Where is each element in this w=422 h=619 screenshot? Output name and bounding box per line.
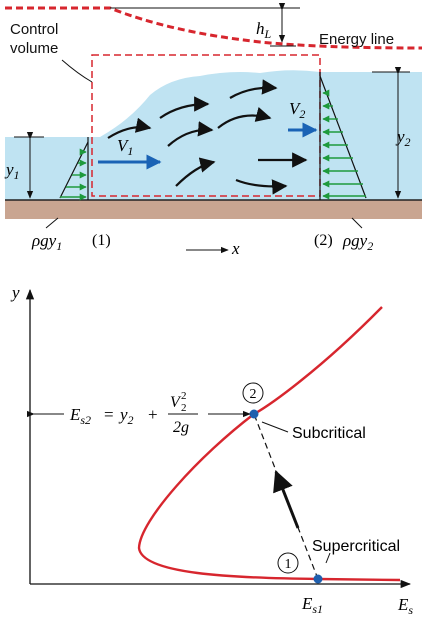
point-state-2 bbox=[249, 409, 259, 419]
svg-text:+: + bbox=[148, 405, 158, 424]
jump-arrow bbox=[273, 470, 300, 529]
pressure1-label: ρgy1 bbox=[31, 231, 62, 253]
state-1-marker: 1 bbox=[285, 557, 292, 572]
v1-label: V1 bbox=[117, 136, 133, 158]
channel-bed bbox=[5, 200, 422, 219]
es-axis-label: Es bbox=[397, 595, 413, 617]
subcritical-label: Subcritical bbox=[292, 425, 366, 442]
v2-label: V2 bbox=[289, 99, 305, 121]
svg-text:2: 2 bbox=[181, 390, 187, 402]
energy-line-label: Energy line bbox=[319, 31, 394, 48]
svg-text:=: = bbox=[104, 405, 114, 424]
svg-text:2: 2 bbox=[181, 402, 187, 414]
svg-text:2g: 2g bbox=[173, 419, 189, 436]
supercritical-label: Supercritical bbox=[312, 538, 400, 555]
pressure-distribution-1 bbox=[59, 141, 89, 201]
specific-energy-curve bbox=[137, 306, 401, 582]
section2-label: (2) bbox=[314, 232, 333, 249]
point-state-1 bbox=[313, 574, 323, 584]
specific-energy-diagram: y Es 2 1 Subcritical Supercritical Es1 E… bbox=[10, 283, 413, 617]
pressure-distribution-2 bbox=[319, 75, 367, 200]
y-axis-label: y bbox=[10, 283, 20, 302]
turbulence-arrows bbox=[107, 79, 308, 195]
x-label: x bbox=[231, 239, 240, 258]
energy-line bbox=[5, 6, 422, 50]
jump-schematic: hL Energy line Control volume y1 y2 bbox=[4, 2, 422, 258]
head-loss-label: hL bbox=[256, 19, 272, 41]
es2-equation: Es2 = y2 + V 2 2 2g bbox=[69, 390, 198, 436]
svg-text:Es2: Es2 bbox=[69, 405, 91, 427]
pressure2-label: ρgy2 bbox=[342, 231, 373, 253]
state-2-marker: 2 bbox=[250, 387, 257, 402]
y1-label: y1 bbox=[4, 160, 20, 182]
es1-label: Es1 bbox=[301, 594, 323, 616]
y2-label: y2 bbox=[395, 127, 411, 149]
svg-text:V: V bbox=[170, 394, 182, 411]
control-volume-label: Control volume bbox=[10, 21, 63, 57]
section1-label: (1) bbox=[92, 232, 111, 249]
svg-text:y2: y2 bbox=[118, 405, 134, 427]
